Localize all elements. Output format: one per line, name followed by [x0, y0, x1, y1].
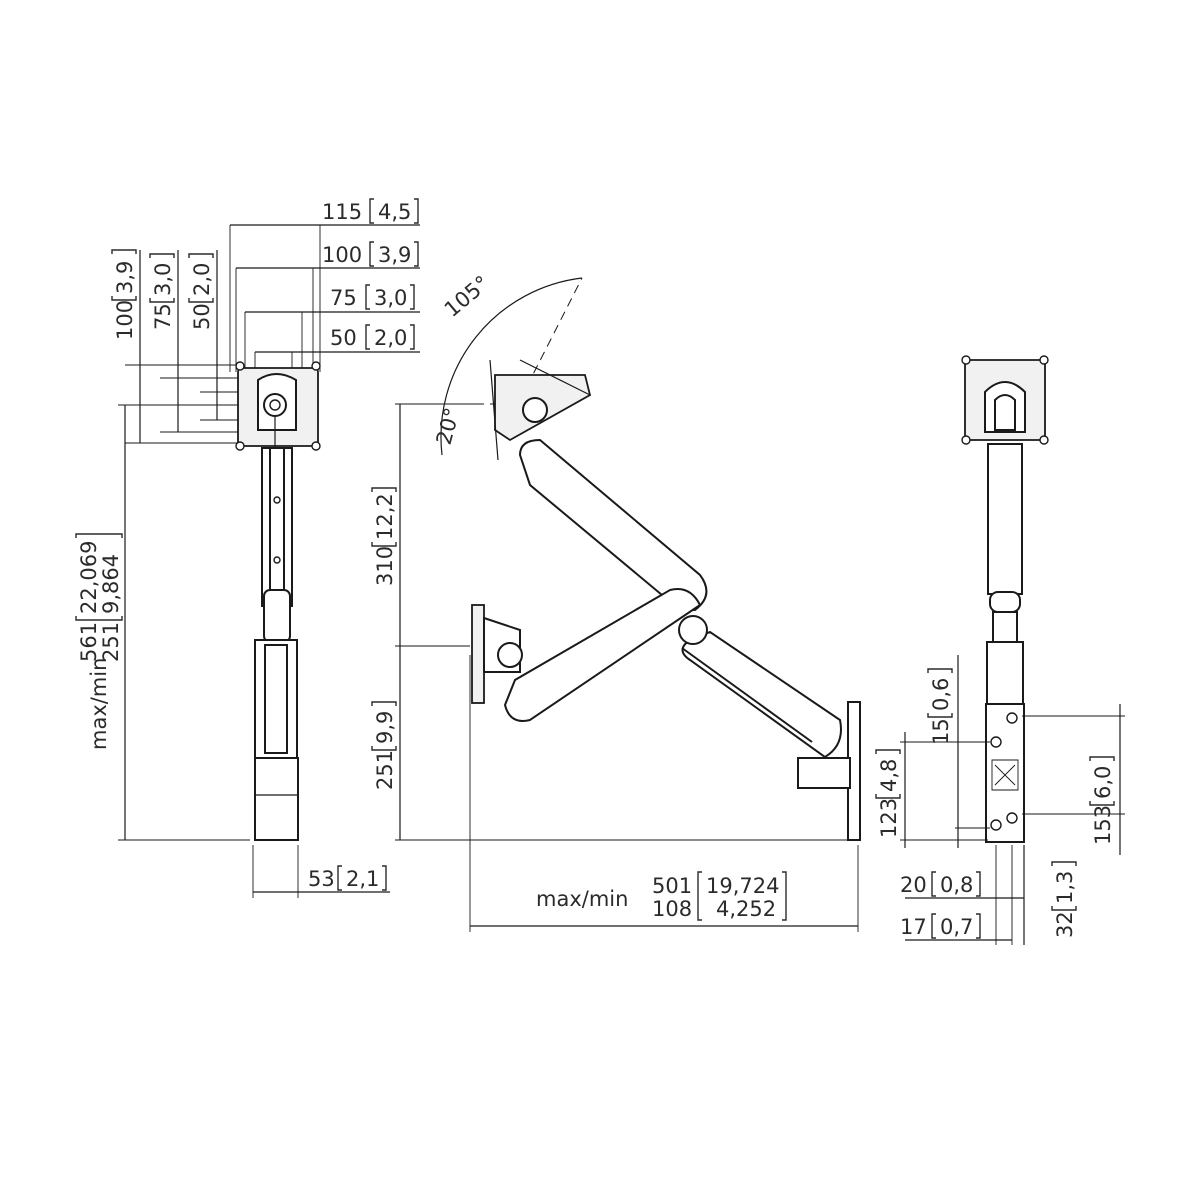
svg-text:75: 75 — [151, 303, 175, 330]
svg-text:251: 251 — [99, 622, 123, 662]
front-view — [118, 224, 420, 898]
front-bottom-dim-53: 53 2,1 — [308, 865, 387, 891]
side-upper-dim-310: 310 12,2 — [371, 487, 397, 586]
rear-view — [900, 355, 1125, 945]
svg-text:max/min: max/min — [87, 658, 111, 750]
svg-text:53: 53 — [308, 867, 335, 891]
svg-text:4,5: 4,5 — [378, 200, 411, 224]
svg-text:4,8: 4,8 — [877, 759, 901, 792]
svg-text:251: 251 — [373, 750, 397, 790]
svg-text:153: 153 — [1091, 805, 1115, 845]
front-top-dim-115: 115 4,5 — [322, 198, 419, 224]
rear-plate-dim-153: 153 6,0 — [1089, 756, 1115, 845]
svg-text:9,9: 9,9 — [373, 711, 397, 744]
svg-text:0,7: 0,7 — [940, 915, 973, 939]
svg-text:32: 32 — [1053, 911, 1077, 938]
svg-text:12,2: 12,2 — [373, 493, 397, 540]
front-side-dim-75: 75 3,0 — [149, 253, 175, 330]
svg-text:123: 123 — [877, 798, 901, 838]
svg-text:9,864: 9,864 — [99, 554, 123, 614]
svg-text:561: 561 — [77, 622, 101, 662]
svg-text:19,724: 19,724 — [706, 874, 779, 898]
svg-text:115: 115 — [322, 200, 362, 224]
side-tilt-up-label: 105° — [440, 271, 494, 322]
side-view — [395, 277, 861, 932]
side-tilt-down-label: 20° — [432, 405, 465, 447]
svg-text:0,6: 0,6 — [929, 678, 953, 711]
front-top-dim-75: 75 3,0 — [330, 284, 415, 310]
svg-text:75: 75 — [330, 286, 357, 310]
front-top-dim-50: 50 2,0 — [330, 324, 415, 350]
svg-text:105°: 105° — [440, 271, 494, 322]
svg-text:22,069: 22,069 — [77, 541, 101, 614]
svg-text:15: 15 — [929, 718, 953, 745]
side-lower-dim-251: 251 9,9 — [371, 701, 397, 790]
svg-text:501: 501 — [652, 874, 692, 898]
svg-text:3,9: 3,9 — [113, 261, 137, 294]
svg-text:100: 100 — [113, 300, 137, 340]
svg-text:20: 20 — [900, 873, 927, 897]
svg-text:100: 100 — [322, 243, 362, 267]
side-reach-dim: max/min 501 108 19,724 4,252 — [536, 871, 787, 921]
svg-text:3,9: 3,9 — [378, 243, 411, 267]
svg-text:50: 50 — [330, 326, 357, 350]
rear-bottom-dim-17: 17 0,7 — [900, 913, 981, 939]
svg-text:3,0: 3,0 — [151, 263, 175, 296]
svg-text:1,3: 1,3 — [1053, 871, 1077, 904]
front-side-dim-100: 100 3,9 — [111, 249, 137, 340]
front-height-dim: max/min 561 251 22,069 9,864 — [75, 533, 123, 750]
svg-text:max/min: max/min — [536, 887, 628, 911]
svg-text:2,0: 2,0 — [374, 326, 407, 350]
front-top-dim-100: 100 3,9 — [322, 241, 419, 267]
svg-text:108: 108 — [652, 897, 692, 921]
svg-text:17: 17 — [900, 915, 927, 939]
svg-text:2,1: 2,1 — [346, 867, 379, 891]
svg-text:3,0: 3,0 — [374, 286, 407, 310]
svg-text:0,8: 0,8 — [940, 873, 973, 897]
svg-text:310: 310 — [373, 546, 397, 586]
rear-plate-dim-123: 123 4,8 — [875, 749, 901, 838]
rear-plate-dim-15: 15 0,6 — [927, 668, 953, 745]
rear-bottom-dim-32: 32 1,3 — [1051, 861, 1077, 938]
svg-text:4,252: 4,252 — [716, 897, 776, 921]
svg-text:20°: 20° — [432, 405, 465, 447]
svg-text:50: 50 — [190, 303, 214, 330]
front-side-dim-50: 50 2,0 — [188, 253, 214, 330]
svg-text:6,0: 6,0 — [1091, 766, 1115, 799]
rear-bottom-dim-20: 20 0,8 — [900, 871, 981, 897]
svg-text:2,0: 2,0 — [190, 263, 214, 296]
